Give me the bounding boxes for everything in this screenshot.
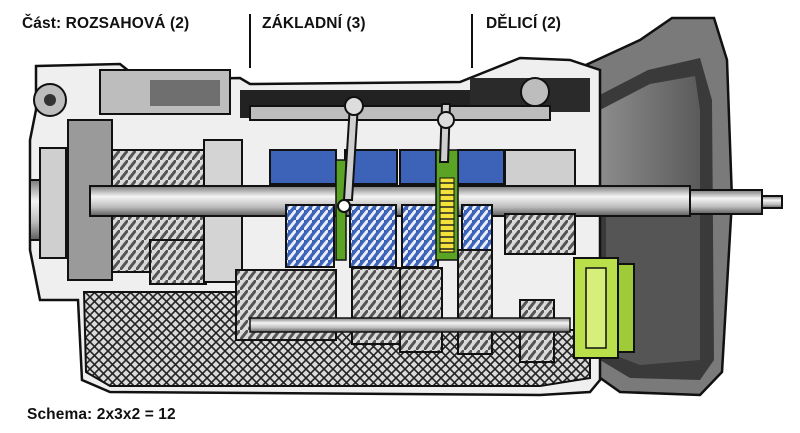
main-section-gears — [269, 149, 505, 268]
splitter-section-assembly — [504, 77, 576, 255]
range-section-assembly — [29, 69, 243, 285]
countershaft-gears — [235, 249, 571, 363]
range-section-label: Část: ROZSAHOVÁ (2) — [22, 15, 190, 32]
splitter-section-label: DĚLICÍ (2) — [486, 15, 562, 32]
schema-formula-label: Schema: 2x3x2 = 12 — [27, 406, 176, 423]
main-section-label: ZÁKLADNÍ (3) — [262, 15, 366, 32]
shift-forks — [249, 96, 551, 213]
splitter-lime-unit — [573, 257, 635, 359]
main-splitter-divider — [471, 14, 473, 68]
range-main-divider — [249, 14, 251, 68]
